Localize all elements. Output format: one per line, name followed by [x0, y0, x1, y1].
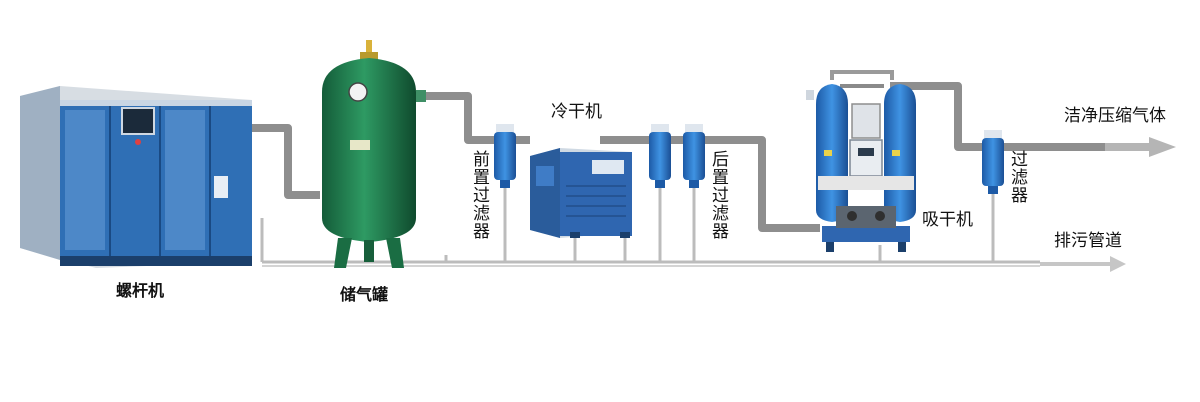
screw-compressor [20, 86, 252, 268]
drain-arrow-icon [1040, 256, 1126, 272]
tank-label-plate [350, 140, 370, 150]
label-refrigerated-dryer: 冷干机 [551, 102, 602, 122]
label-desiccant-dryer: 吸干机 [922, 210, 973, 230]
control-panel-screen [121, 107, 155, 135]
pre-filter [494, 124, 516, 188]
dryer-valve-block [851, 103, 881, 139]
nameplate [214, 176, 228, 198]
label-post-filter: 后置过滤器 [708, 150, 728, 240]
label-drain-pipeline: 排污管道 [1054, 231, 1122, 251]
desiccant-control-panel [849, 139, 883, 177]
dryer-display [592, 160, 624, 174]
clean-air-arrow-icon [1105, 137, 1176, 157]
main-pipeline [252, 82, 1105, 232]
post-filter-2 [683, 124, 705, 188]
label-final-filter: 过滤器 [1007, 150, 1027, 204]
label-clean-air-output: 洁净压缩气体 [1064, 106, 1166, 126]
post-filter-1 [649, 124, 671, 188]
label-air-tank: 储气罐 [340, 285, 389, 304]
pressure-gauge-icon [348, 82, 368, 102]
air-storage-tank [322, 40, 426, 268]
label-pre-filter: 前置过滤器 [469, 150, 489, 240]
desiccant-dryer [806, 70, 916, 252]
label-screw-compressor: 螺杆机 [116, 281, 165, 300]
final-filter [982, 130, 1004, 194]
refrigerated-dryer [530, 148, 632, 238]
